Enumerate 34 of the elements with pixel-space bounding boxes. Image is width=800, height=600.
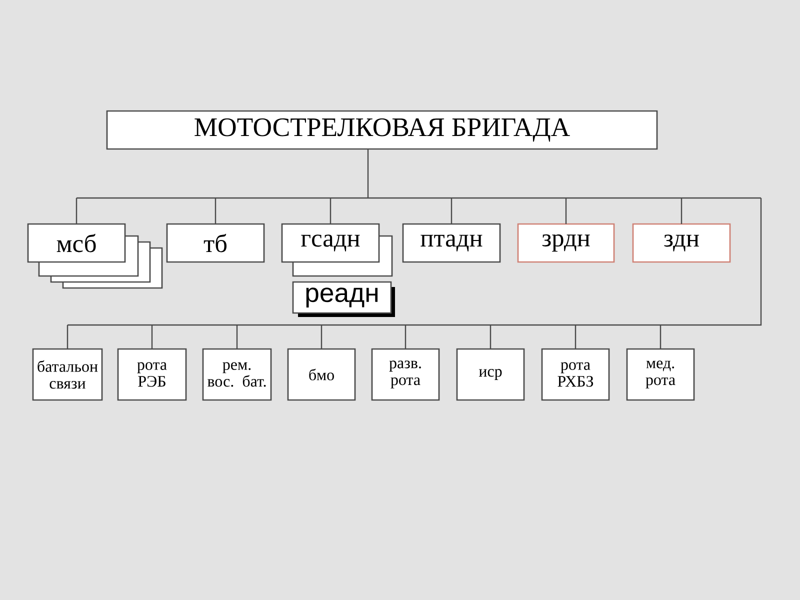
subunit-box: разв. рота [371, 348, 440, 401]
connector-line [151, 325, 153, 349]
connector-line [450, 198, 452, 224]
subunit-box: рота РХБЗ [541, 348, 610, 401]
subunit-box: бмо [287, 348, 356, 401]
connector-line [680, 198, 682, 224]
unit-box: птадн [402, 223, 501, 263]
unit-box: гсадн [281, 223, 380, 263]
unit-box: мсб [27, 223, 126, 263]
connector-line [236, 325, 238, 349]
connector-line [565, 198, 567, 224]
connector-line [404, 325, 406, 349]
connector-line [660, 325, 662, 349]
subunit-box: мед. рота [626, 348, 695, 401]
connector-line [367, 149, 369, 198]
unit-box: тб [166, 223, 265, 263]
connector-line [76, 197, 368, 199]
unit-box: зрдн [517, 223, 615, 263]
connector-line [490, 325, 492, 349]
connector-line [66, 325, 68, 349]
unit-box: реадн [292, 281, 395, 317]
subunit-box: рота РЭБ [117, 348, 187, 401]
connector-line [574, 325, 576, 349]
connector-line [76, 198, 78, 224]
connector-line [320, 325, 322, 349]
connector-line [368, 197, 761, 199]
subunit-box: рем. вос. бат. [202, 348, 272, 401]
title-box: МОТОСТРЕЛКОВАЯ БРИГАДА [106, 110, 658, 150]
subunit-box: иср [456, 348, 525, 401]
unit-box: здн [632, 223, 731, 263]
connector-line [68, 198, 762, 326]
subunit-box: батальон связи [32, 348, 103, 401]
connector-line [214, 198, 216, 224]
connector-line [330, 198, 332, 224]
